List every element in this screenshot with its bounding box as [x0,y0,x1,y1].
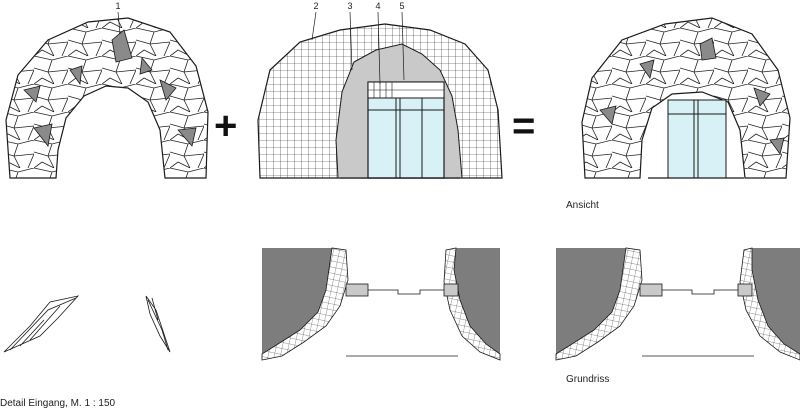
mesh-plan [261,247,501,361]
equals-operator: = [512,104,536,148]
rock-arch-elevation [5,17,209,179]
callout-3: 3 [347,1,353,11]
rock-plan [3,295,171,353]
entrance-door [367,81,445,179]
finished-entrance-elevation [581,17,791,179]
callout-2: 2 [313,1,319,11]
finished-plan [555,247,800,361]
callout-1: 1 [115,1,121,11]
callout-4: 4 [375,1,381,11]
caption: Detail Eingang, M. 1 : 150 [0,398,116,409]
label-grundriss: Grundriss [566,374,610,385]
callout-5: 5 [399,1,405,11]
plus-operator: + [214,104,238,148]
mesh-shell-elevation [117,11,503,179]
label-ansicht: Ansicht [566,200,599,211]
